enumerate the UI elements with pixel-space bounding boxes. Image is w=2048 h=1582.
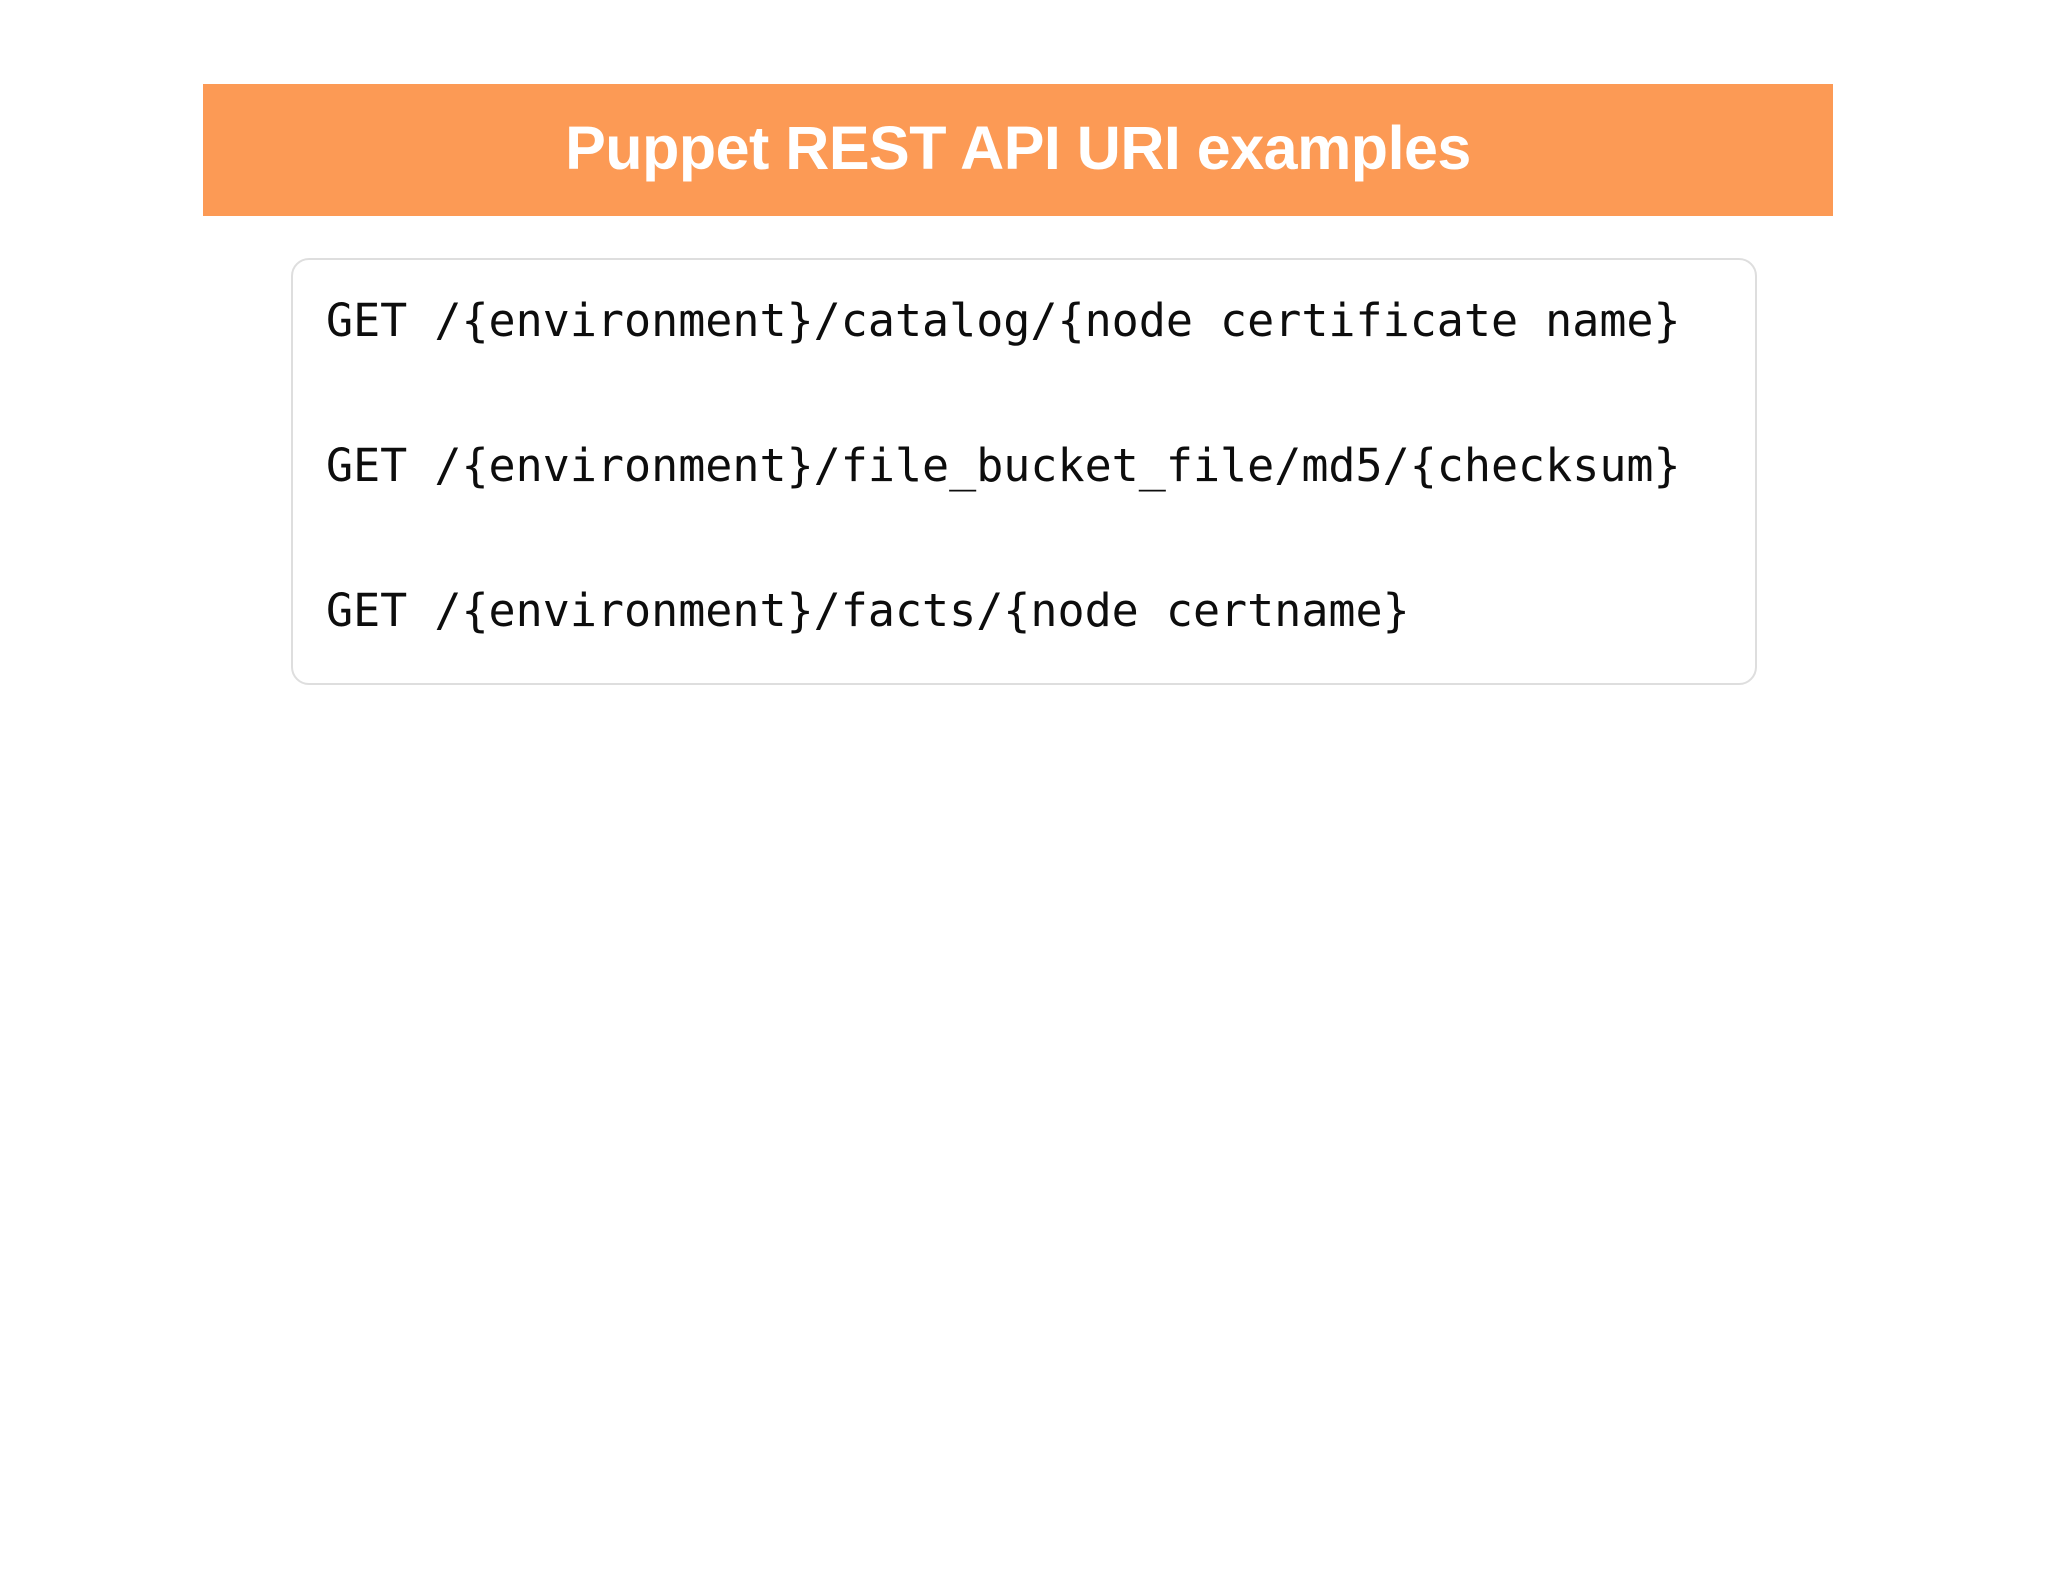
page-title: Puppet REST API URI examples — [565, 113, 1471, 182]
code-line-list: GET /{environment}/catalog/{node certifi… — [326, 294, 1755, 637]
title-banner: Puppet REST API URI examples — [203, 84, 1833, 216]
code-line: GET /{environment}/file_bucket_file/md5/… — [326, 439, 1681, 492]
code-line: GET /{environment}/facts/{node certname} — [326, 584, 1410, 637]
code-line: GET /{environment}/catalog/{node certifi… — [326, 294, 1681, 347]
code-examples-card: GET /{environment}/catalog/{node certifi… — [291, 258, 1757, 685]
